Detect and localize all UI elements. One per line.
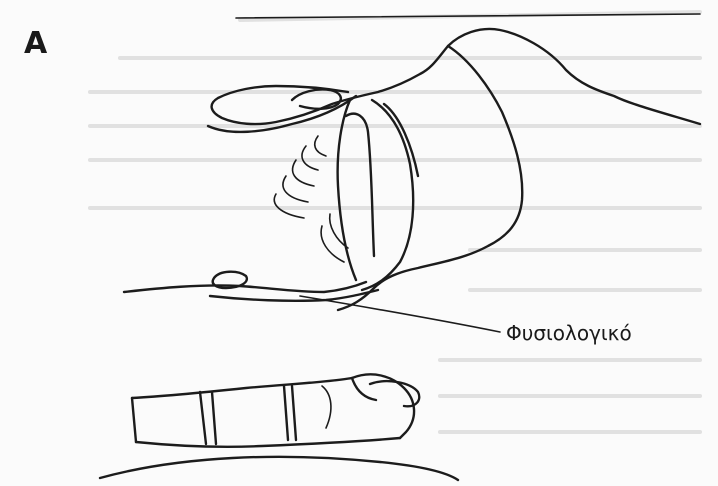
pharyngeal-wall-outline [362,100,413,290]
bottom-curve-line [100,457,458,480]
bleed-through-lines [90,12,700,432]
trachea-section [132,374,419,446]
face-profile-outline [212,29,700,124]
callout-label: Φυσιολογικό [506,321,632,345]
tissue-arcs [274,136,348,262]
tongue-outline [346,114,374,256]
callout-leader-line [300,296,500,332]
jaw-neck-outline [338,46,522,310]
panel-label: A [24,26,48,61]
